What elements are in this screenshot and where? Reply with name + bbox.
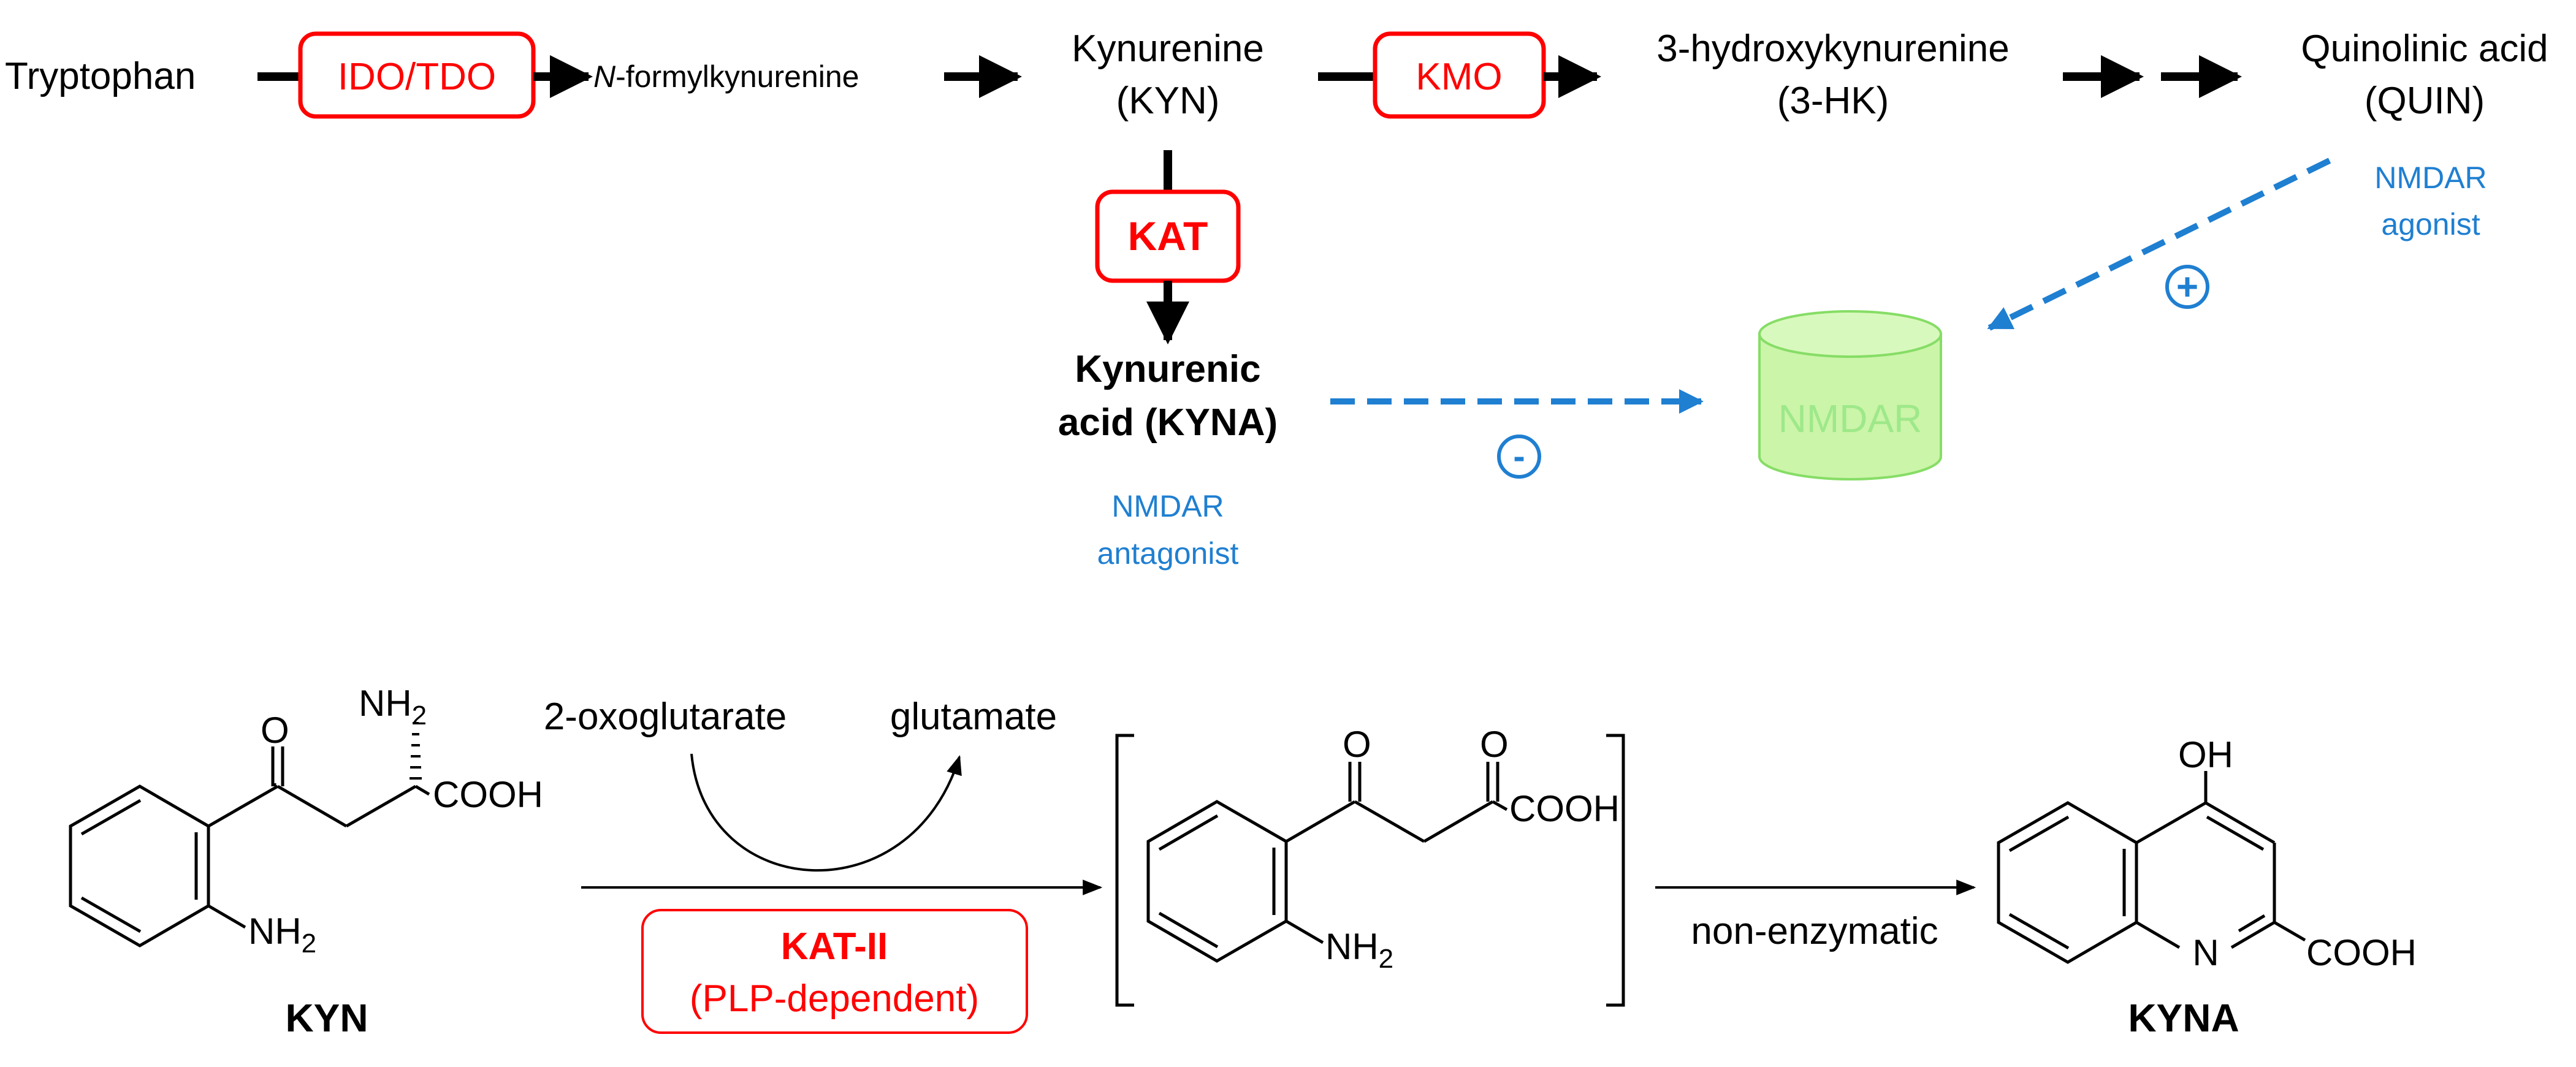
n-formylkynurenine-label: N-formylkynurenine <box>593 59 859 94</box>
svg-text:OH: OH <box>2178 734 2233 775</box>
quinolinic-acid-label: Quinolinic acid <box>2301 28 2548 70</box>
svg-text:O: O <box>261 710 289 751</box>
svg-text:COOH: COOH <box>1509 788 1620 829</box>
svg-text:COOH: COOH <box>433 774 543 815</box>
svg-text:O: O <box>1480 724 1509 765</box>
svg-text:N: N <box>2192 932 2219 973</box>
kynurenic-acid-label-line1: Kynurenic <box>1075 348 1260 390</box>
svg-text:+: + <box>2176 266 2198 308</box>
non-enzymatic-label: non-enzymatic <box>1691 910 1938 952</box>
kynurenic-acid-label-line2: acid (KYNA) <box>1058 401 1278 444</box>
plus-sign-icon: + <box>2165 265 2209 309</box>
kyna-structure-label: KYNA <box>2128 996 2239 1040</box>
nmdar-label: NMDAR <box>1778 397 1922 441</box>
kat-label: KAT <box>1128 213 1208 259</box>
svg-text:O: O <box>1343 724 1371 765</box>
kyn-atom-labels: O NH2 COOH NH2 <box>248 683 543 959</box>
oxoglutarate-label: 2-oxoglutarate <box>544 696 787 738</box>
svg-text:COOH: COOH <box>2306 932 2417 973</box>
svg-text:NH2: NH2 <box>248 911 316 959</box>
intermediate-brackets <box>1115 734 1625 1007</box>
agonist-label-line2: agonist <box>2381 207 2480 241</box>
kynurenine-label: Kynurenine <box>1072 28 1264 70</box>
kat-ii-label: KAT-II <box>781 925 888 968</box>
plp-dependent-label: (PLP-dependent) <box>690 978 979 1020</box>
pathway-section: Tryptophan IDO/TDO N-formylkynurenine Ky… <box>5 28 2548 571</box>
quin-abbr-label: (QUIN) <box>2365 80 2485 122</box>
intermediate-atom-labels: O O COOH NH2 <box>1325 724 1620 974</box>
antagonist-label-line2: antagonist <box>1097 536 1239 571</box>
agonist-label-line1: NMDAR <box>2374 161 2486 195</box>
kyn-abbr-label: (KYN) <box>1116 80 1220 122</box>
ido-tdo-label: IDO/TDO <box>338 56 496 98</box>
kat-ii-box <box>641 909 1028 1034</box>
hk-abbr-label: (3-HK) <box>1777 80 1889 122</box>
minus-sign-icon: - <box>1497 435 1541 479</box>
intermediate-structure <box>1146 762 1508 963</box>
svg-text:NH2: NH2 <box>1325 926 1393 974</box>
glutamate-label: glutamate <box>890 696 1057 738</box>
svg-text:-: - <box>1513 436 1525 476</box>
quin-to-nmdar-dashed-arrow <box>1987 158 2331 331</box>
reaction-section: O NH2 COOH NH2 KYN 2-oxoglutarate glutam… <box>69 683 2417 1040</box>
antagonist-label-line1: NMDAR <box>1111 489 1224 523</box>
cofactor-exchange-curve <box>690 753 962 871</box>
nmdar-receptor-cylinder: NMDAR <box>1758 310 1942 480</box>
tryptophan-label: Tryptophan <box>5 55 196 97</box>
hydroxykynurenine-label: 3-hydroxykynurenine <box>1656 28 2010 70</box>
kyn-stereo-hash-bond <box>410 722 422 780</box>
kyn-structure <box>69 746 430 947</box>
kmo-label: KMO <box>1416 56 1502 98</box>
kyna-structure <box>1997 771 2306 964</box>
kyn-structure-label: KYN <box>285 996 368 1040</box>
kyna-atom-labels: OH N COOH <box>2178 734 2417 973</box>
svg-text:NH2: NH2 <box>359 683 427 731</box>
